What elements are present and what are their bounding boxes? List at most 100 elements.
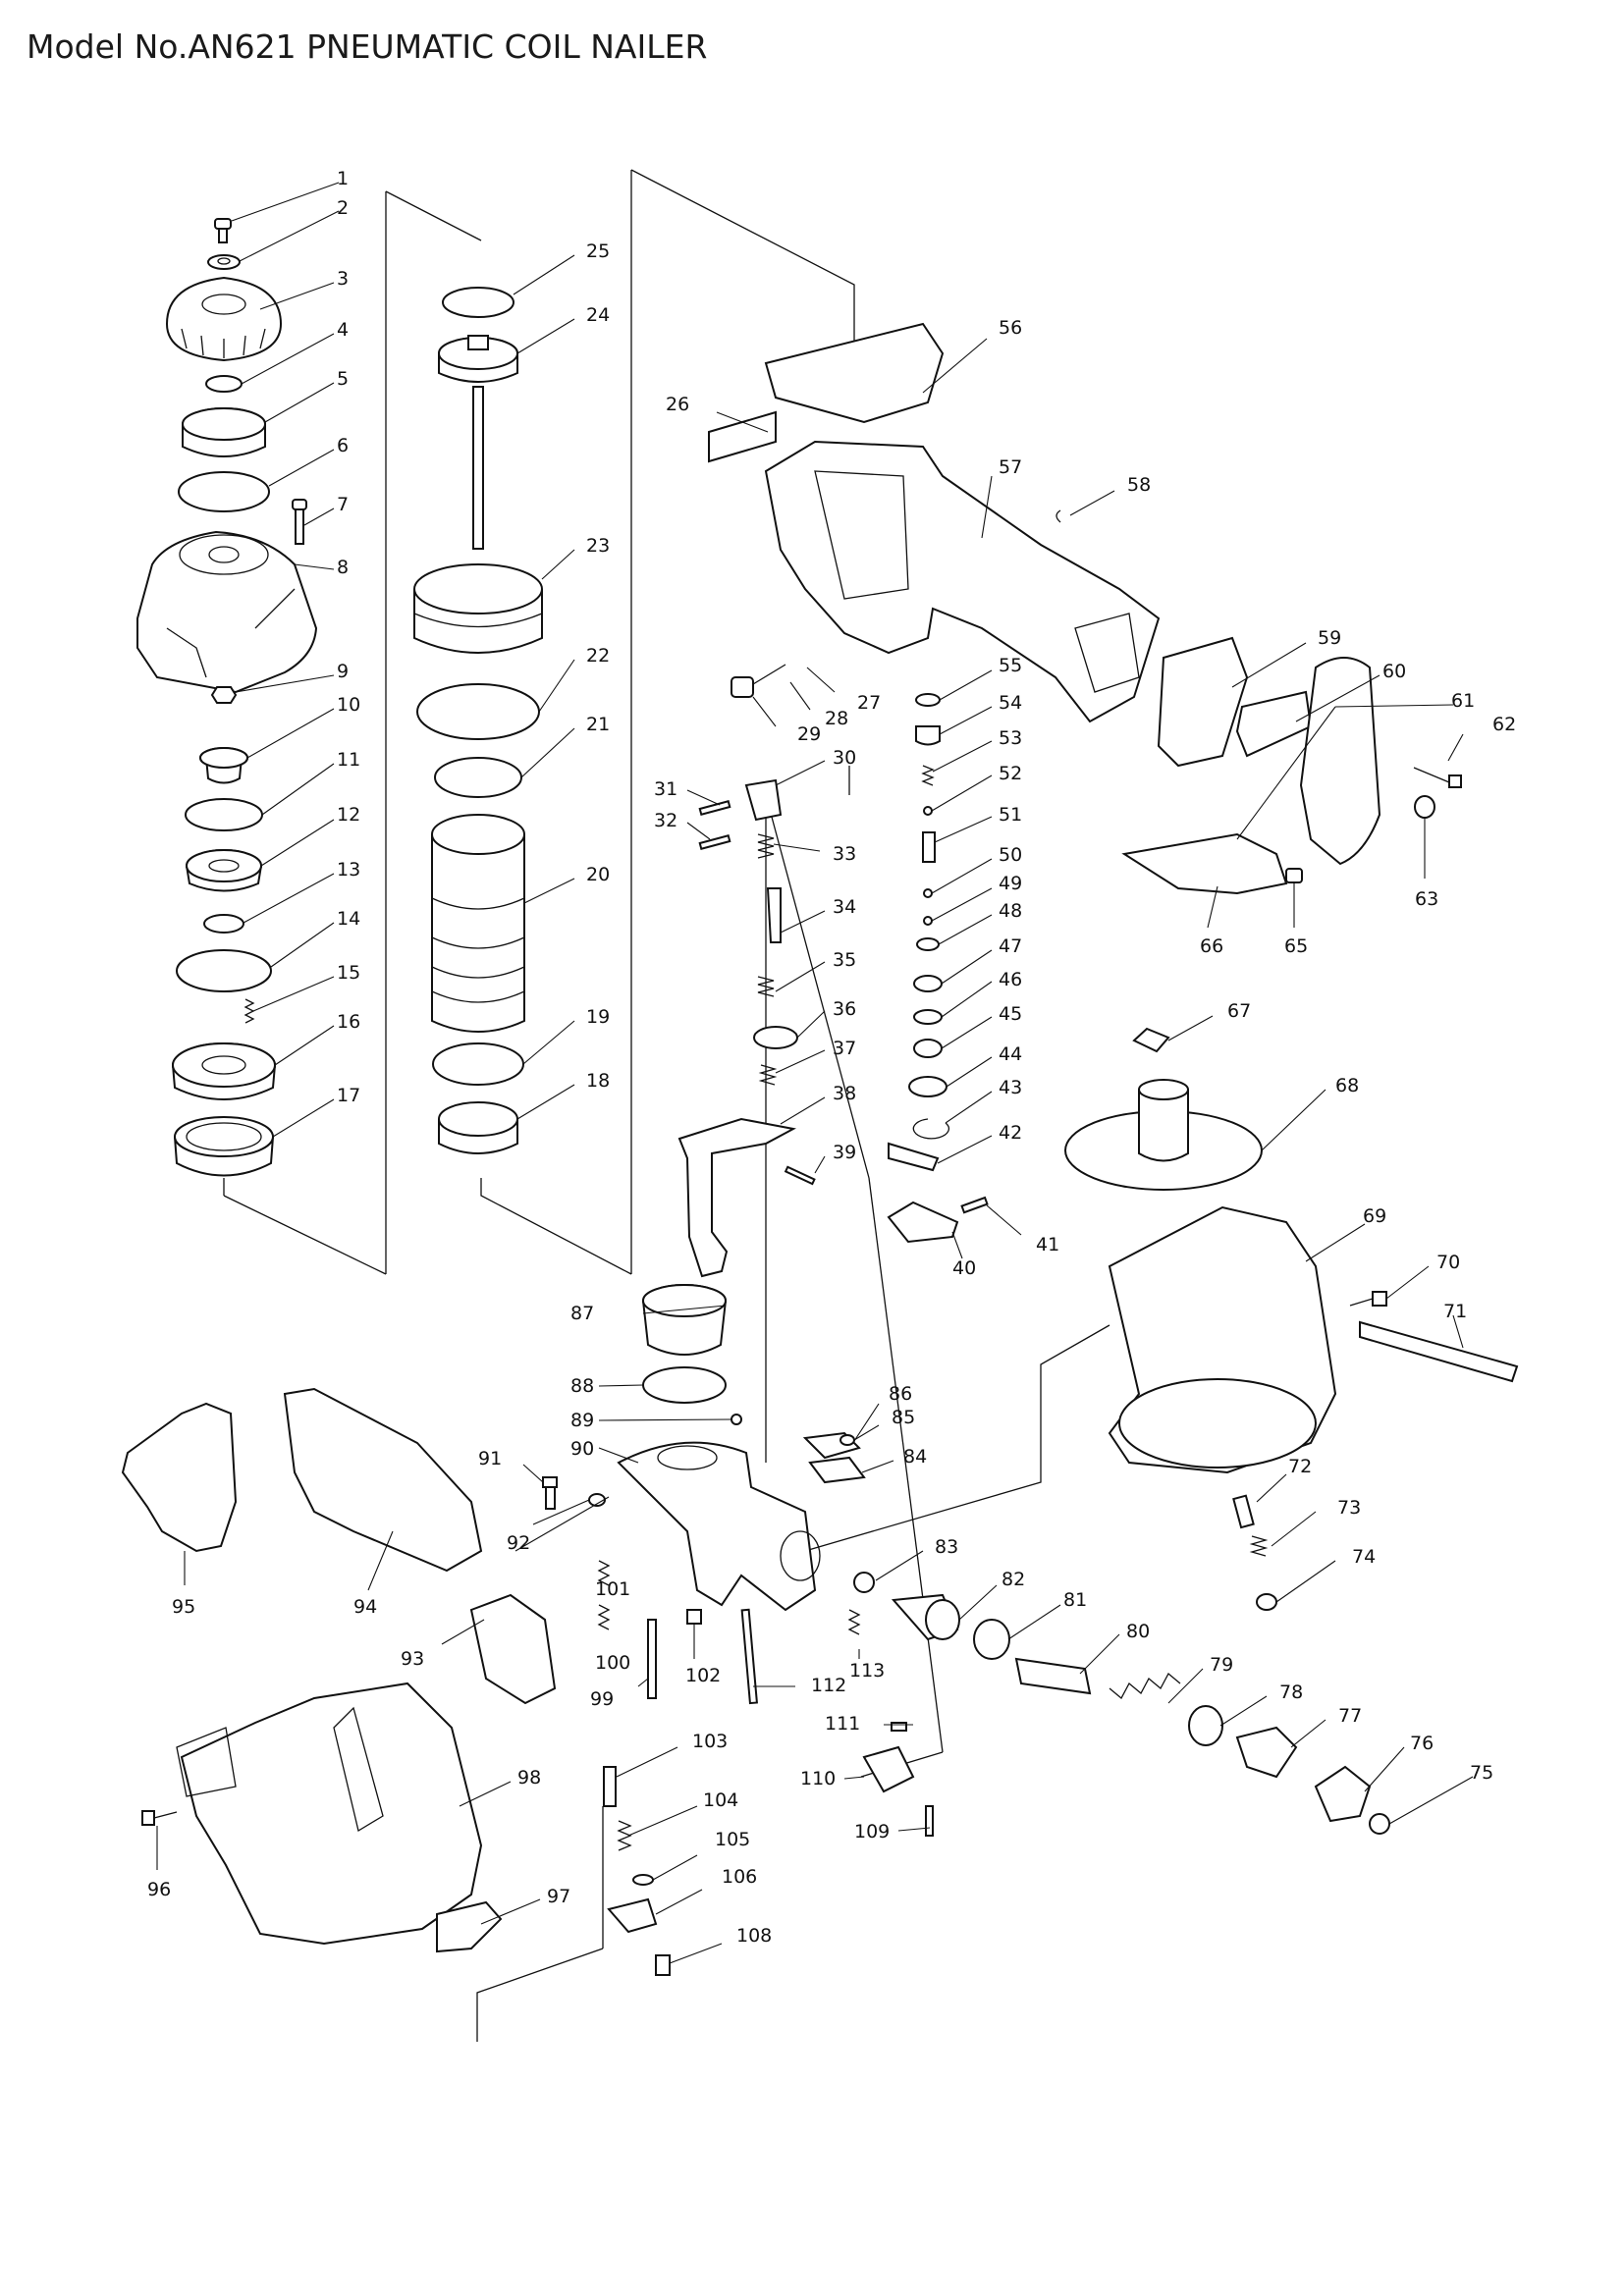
label-53: 53 <box>999 727 1022 749</box>
label-47: 47 <box>999 935 1022 957</box>
label-109: 109 <box>854 1821 890 1842</box>
bolt-part-102 <box>686 1609 702 1625</box>
label-8: 8 <box>337 557 349 578</box>
label-81: 81 <box>1063 1589 1087 1611</box>
label-70: 70 <box>1436 1252 1460 1273</box>
label-73: 73 <box>1337 1497 1361 1519</box>
label-95: 95 <box>172 1596 195 1618</box>
label-90: 90 <box>570 1438 594 1460</box>
trigger-column-parts <box>677 778 816 1278</box>
cylinder-part-20 <box>431 814 525 1033</box>
cylinder-column-parts <box>413 287 543 1154</box>
pin-part-31 <box>698 799 731 817</box>
label-30: 30 <box>833 747 856 769</box>
label-46: 46 <box>999 969 1022 990</box>
spring-part-73 <box>1249 1535 1269 1557</box>
valve-stem-part-51 <box>922 831 936 863</box>
label-69: 69 <box>1363 1205 1386 1227</box>
label-28: 28 <box>825 708 848 729</box>
label-3: 3 <box>337 268 349 290</box>
part-34 <box>766 887 782 943</box>
cap-part-3 <box>165 276 283 362</box>
part-105 <box>632 1874 654 1886</box>
label-108: 108 <box>736 1925 772 1947</box>
part-78 <box>1188 1705 1223 1746</box>
label-84: 84 <box>903 1446 927 1468</box>
label-63: 63 <box>1415 888 1438 910</box>
valve-part-12 <box>186 849 262 892</box>
label-42: 42 <box>999 1122 1022 1144</box>
label-26: 26 <box>666 394 689 415</box>
label-31: 31 <box>654 778 677 800</box>
part-111 <box>891 1722 907 1732</box>
leader-lines <box>156 182 1474 1964</box>
label-10: 10 <box>337 694 360 716</box>
gasket-part-60 <box>1235 690 1313 758</box>
label-78: 78 <box>1279 1682 1303 1703</box>
label-41: 41 <box>1036 1234 1059 1255</box>
label-88: 88 <box>570 1375 594 1397</box>
label-52: 52 <box>999 763 1022 784</box>
label-54: 54 <box>999 692 1022 714</box>
ring-part-14 <box>176 949 272 992</box>
cover-part-61 <box>1299 657 1381 866</box>
label-16: 16 <box>337 1011 360 1033</box>
part-number-labels: 1 2 3 4 5 6 7 8 9 10 11 12 13 14 15 16 1… <box>147 168 1516 1947</box>
label-87: 87 <box>570 1303 594 1324</box>
label-39: 39 <box>833 1142 856 1163</box>
cover-part-94 <box>283 1387 483 1573</box>
spring-part-35 <box>757 976 775 997</box>
part-75 <box>1369 1813 1390 1835</box>
label-22: 22 <box>586 645 610 667</box>
part-54 <box>915 725 941 746</box>
pin-part-109 <box>925 1805 934 1837</box>
label-100: 100 <box>595 1652 630 1674</box>
bolt-part-108 <box>655 1954 671 1976</box>
spring-part-53 <box>921 765 935 786</box>
label-34: 34 <box>833 896 856 918</box>
label-101: 101 <box>595 1578 630 1600</box>
label-60: 60 <box>1382 661 1406 682</box>
label-35: 35 <box>833 949 856 971</box>
label-98: 98 <box>517 1767 541 1789</box>
ring-part-22 <box>416 683 540 740</box>
label-83: 83 <box>935 1536 958 1558</box>
label-45: 45 <box>999 1003 1022 1025</box>
lever-part-40 <box>887 1201 959 1244</box>
label-61: 61 <box>1451 690 1475 712</box>
label-14: 14 <box>337 908 360 930</box>
part-103 <box>603 1766 617 1807</box>
spring-part-37 <box>758 1064 778 1086</box>
gasket-part-56 <box>764 322 945 424</box>
left-column-parts <box>136 218 318 1177</box>
part-49 <box>923 916 933 926</box>
ring-part-88 <box>642 1366 727 1404</box>
label-102: 102 <box>685 1665 721 1686</box>
spring-part-104 <box>617 1820 632 1851</box>
label-106: 106 <box>722 1866 757 1888</box>
nut-part-9 <box>210 686 238 704</box>
label-9: 9 <box>337 661 349 682</box>
label-85: 85 <box>892 1407 915 1428</box>
label-94: 94 <box>353 1596 377 1618</box>
housing-part-98 <box>180 1682 483 1946</box>
label-24: 24 <box>586 304 610 326</box>
part-44 <box>908 1076 947 1097</box>
part-97 <box>436 1900 503 1953</box>
spring-part-100 <box>597 1604 611 1630</box>
label-103: 103 <box>692 1731 728 1752</box>
part-84 <box>808 1456 866 1484</box>
part-93 <box>469 1593 557 1705</box>
part-85 <box>839 1434 855 1446</box>
bolt-part-96 <box>141 1810 178 1826</box>
label-75: 75 <box>1470 1762 1493 1784</box>
bolt-part-91 <box>542 1476 558 1510</box>
label-23: 23 <box>586 535 610 557</box>
pin-part-32 <box>698 833 731 851</box>
label-43: 43 <box>999 1077 1022 1098</box>
label-50: 50 <box>999 844 1022 866</box>
label-112: 112 <box>811 1675 846 1696</box>
screw-part-29 <box>731 664 786 698</box>
label-part-26 <box>708 410 777 463</box>
label-38: 38 <box>833 1083 856 1104</box>
